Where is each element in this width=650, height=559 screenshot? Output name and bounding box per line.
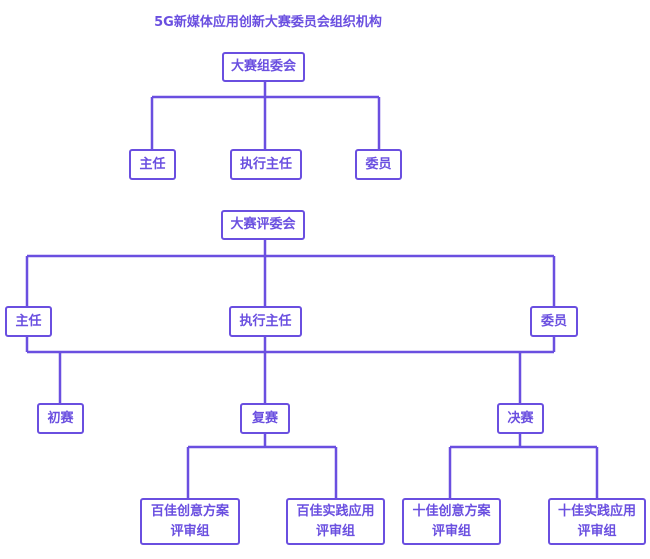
org-executive-director-node: 执行主任 — [230, 149, 302, 180]
organizing-committee-node: 大赛组委会 — [222, 52, 305, 82]
group-type: 评审组 — [170, 523, 210, 539]
final-round-node: 决赛 — [497, 403, 544, 434]
group-type: 评审组 — [431, 523, 471, 539]
jury-member-node: 委员 — [530, 306, 578, 337]
jury-director-node: 主任 — [5, 306, 52, 337]
group-type: 评审组 — [315, 523, 355, 539]
group-name: 百佳实践应用 — [296, 503, 375, 519]
group-name: 十佳实践应用 — [557, 503, 636, 519]
final-creative-group-node: 十佳创意方案 评审组 — [402, 498, 501, 545]
group-name: 百佳创意方案 — [150, 503, 229, 519]
org-director-node: 主任 — [129, 149, 176, 180]
group-name: 十佳创意方案 — [412, 503, 491, 519]
final-practice-group-node: 十佳实践应用 评审组 — [548, 498, 646, 545]
chart-title: 5G新媒体应用创新大赛委员会组织机构 — [154, 15, 382, 30]
group-type: 评审组 — [577, 523, 617, 539]
preliminary-round-node: 初赛 — [37, 403, 84, 434]
semifinal-practice-group-node: 百佳实践应用 评审组 — [286, 498, 385, 545]
org-member-node: 委员 — [355, 149, 402, 180]
jury-executive-director-node: 执行主任 — [229, 306, 302, 337]
semifinal-creative-group-node: 百佳创意方案 评审组 — [140, 498, 240, 545]
semifinal-round-node: 复赛 — [240, 403, 290, 434]
jury-committee-node: 大赛评委会 — [221, 210, 305, 240]
